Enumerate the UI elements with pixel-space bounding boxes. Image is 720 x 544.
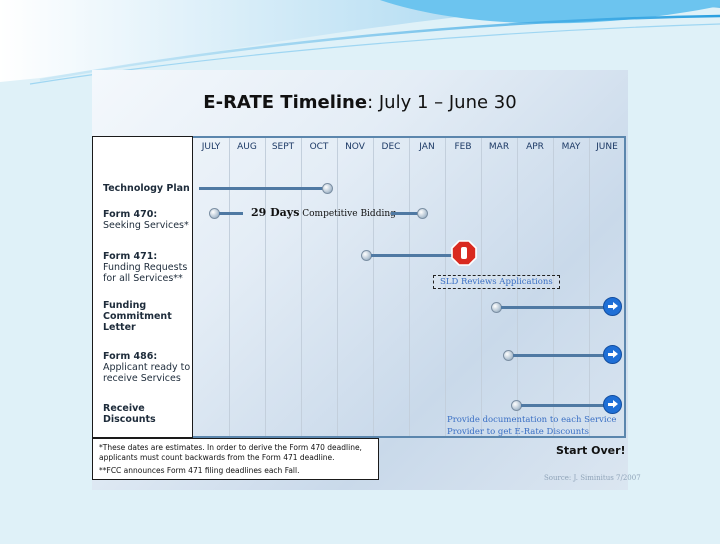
month-label: FEB — [454, 142, 472, 152]
month-label: NOV — [345, 142, 365, 152]
slide-title: E-RATE Timeline: July 1 – June 30 — [92, 92, 628, 113]
timeline-chart-area: JULY AUG SEPT OCT NOV DEC JAN FEB MAR AP… — [193, 136, 626, 438]
discounts-arrow-icon — [603, 395, 622, 414]
funding-arrow-icon — [603, 297, 622, 316]
footnotes-box: *These dates are estimates. In order to … — [92, 438, 379, 480]
month-label: JAN — [419, 142, 435, 152]
timeline-grid: Technology Plan Form 470:Seeking Service… — [92, 136, 628, 438]
grid-line — [481, 138, 482, 436]
start-over-button[interactable]: Start Over! — [556, 444, 626, 457]
funding-bar — [501, 306, 605, 309]
technology-plan-bar — [199, 187, 323, 190]
grid-line — [553, 138, 554, 436]
form-470-bar-right — [391, 212, 419, 215]
month-label: APR — [526, 142, 544, 152]
grid-line — [373, 138, 374, 436]
month-label: AUG — [237, 142, 257, 152]
bidding-annotation: 29 Days Competitive Bidding — [251, 206, 396, 219]
label-technology-plan: Technology Plan — [103, 183, 190, 194]
form-470-end-knob — [417, 208, 428, 219]
footnote-2: **FCC announces Form 471 filing deadline… — [99, 466, 300, 475]
month-label: SEPT — [271, 142, 295, 152]
label-receive-discounts: Receive Discounts — [103, 403, 156, 425]
month-label: MAY — [561, 142, 581, 152]
form-471-bar — [371, 254, 453, 257]
grid-line — [589, 138, 590, 436]
title-rest: : July 1 – June 30 — [367, 92, 517, 113]
grid-line — [445, 138, 446, 436]
sld-reviews-box: SLD Reviews Applications — [433, 275, 560, 289]
source-credit: Source: J. Siminitus 7/2007 — [544, 474, 641, 482]
form-470-bar-left — [219, 212, 243, 215]
provide-documentation-note: Provide documentation to each Service Pr… — [447, 415, 617, 437]
grid-line — [301, 138, 302, 436]
month-label: MAR — [488, 142, 510, 152]
row-labels-column: Technology Plan Form 470:Seeking Service… — [92, 136, 193, 438]
technology-plan-end-knob — [322, 183, 333, 194]
grid-line — [229, 138, 230, 436]
grid-line — [337, 138, 338, 436]
month-label: OCT — [309, 142, 329, 152]
grid-line — [265, 138, 266, 436]
title-bold: E-RATE Timeline — [203, 92, 368, 113]
month-label: DEC — [381, 142, 401, 152]
stop-sign-icon — [451, 240, 477, 266]
grid-line — [517, 138, 518, 436]
form-486-arrow-icon — [603, 345, 622, 364]
footnote-1: *These dates are estimates. In order to … — [99, 443, 362, 462]
discounts-bar — [521, 404, 605, 407]
label-form-470: Form 470:Seeking Services* — [103, 209, 189, 231]
month-label: JUNE — [596, 142, 618, 152]
form-486-bar — [513, 354, 605, 357]
month-label: JULY — [201, 142, 221, 152]
grid-line — [409, 138, 410, 436]
